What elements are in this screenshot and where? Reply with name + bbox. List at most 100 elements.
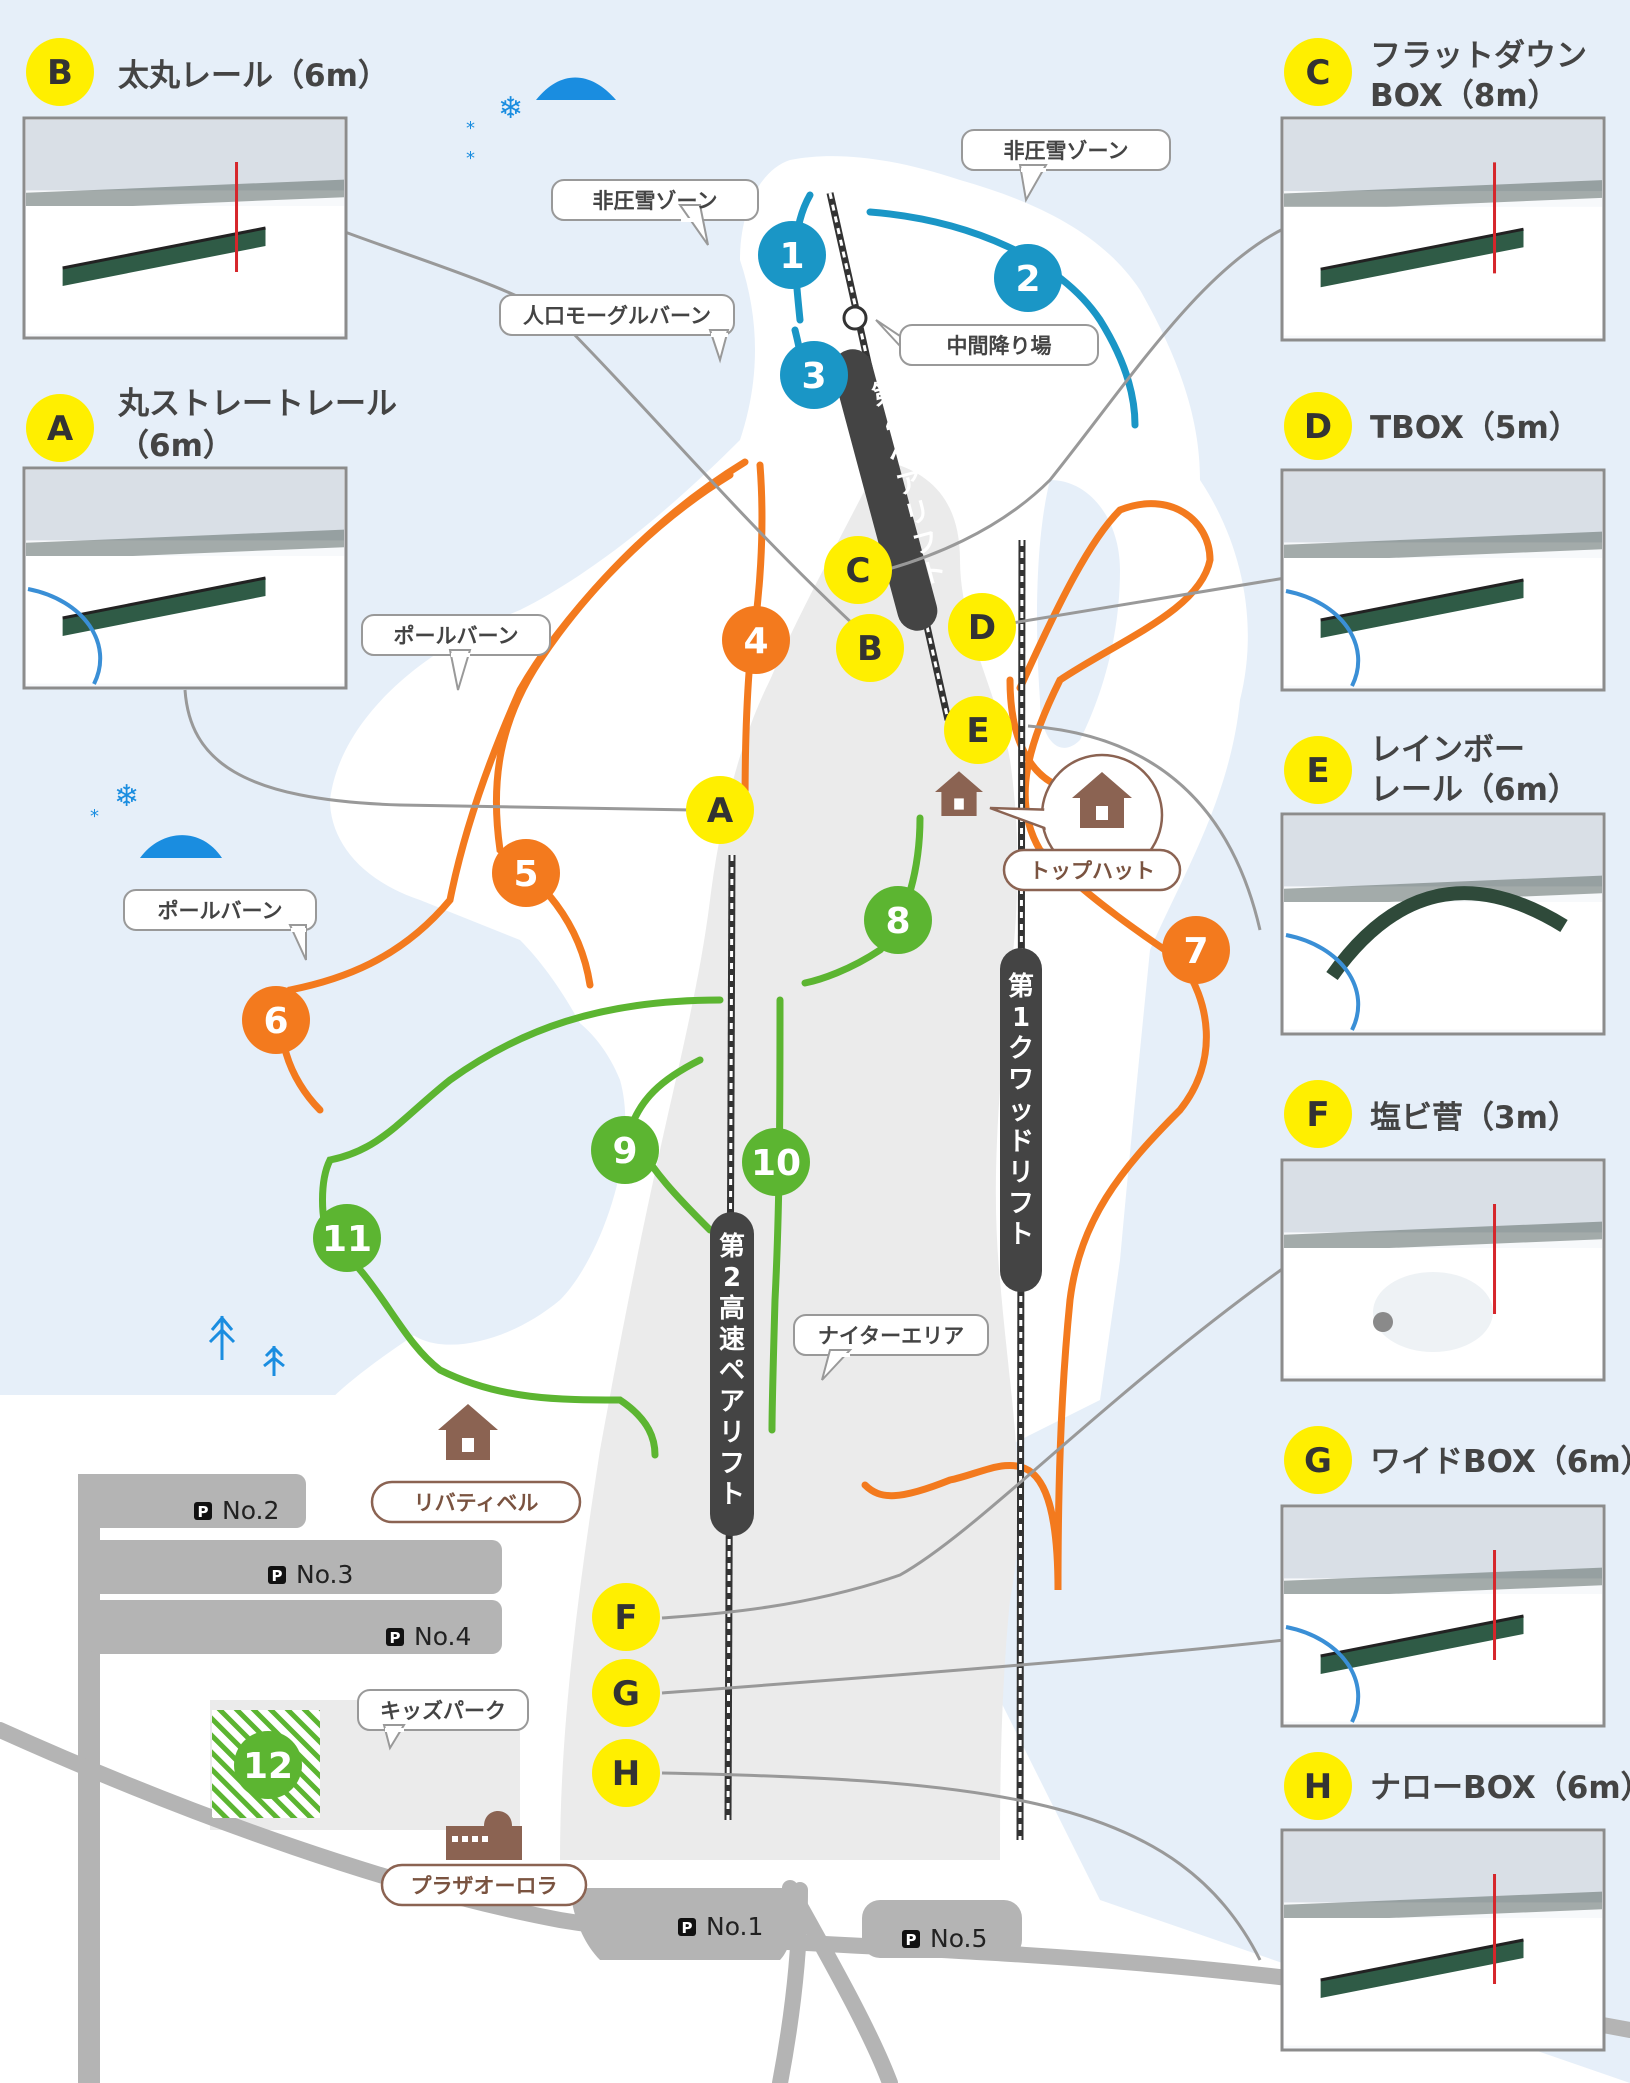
- parking-number: No.2: [222, 1496, 279, 1525]
- run-badge-7: 7: [1162, 916, 1230, 984]
- run-number: 9: [612, 1131, 637, 1172]
- marker-letter: F: [614, 1598, 637, 1638]
- parking-symbol: P: [198, 1503, 209, 1521]
- run-badge-9: 9: [591, 1116, 659, 1184]
- feature-photo: [1280, 468, 1606, 692]
- feature-title: レインボー: [1370, 732, 1525, 768]
- svg-text:高: 高: [719, 1293, 745, 1324]
- parking-label-p1: P No.1: [678, 1912, 763, 1941]
- leader-lines: [183, 226, 1286, 1961]
- hut-icon: [438, 1404, 498, 1460]
- feature-photo: [1280, 1828, 1606, 2052]
- feature-letter: C: [1306, 53, 1331, 93]
- svg-text:ト: ト: [1008, 1220, 1034, 1250]
- svg-text:*: *: [466, 148, 475, 169]
- hut-label-plaza: プラザオーロラ: [380, 1863, 588, 1907]
- run-number: 7: [1183, 931, 1208, 972]
- run-number: 12: [243, 1746, 293, 1787]
- svg-text:ペ: ペ: [719, 1356, 745, 1386]
- feature-badge: [1284, 1080, 1352, 1148]
- feature-badge: [1284, 1426, 1352, 1494]
- run-number: 3: [801, 356, 826, 397]
- parking-symbol: P: [272, 1567, 283, 1585]
- feature-title: ナローBOX（6m）: [1370, 1770, 1630, 1806]
- parking-label-p2: P No.2: [194, 1496, 279, 1525]
- callout-nonpacked1: 非圧雪ゾーン: [551, 179, 759, 246]
- callout-text: ポールバーン: [158, 899, 283, 923]
- callout-text: 人口モーグルバーン: [523, 304, 711, 328]
- run-badge-4: 4: [722, 606, 790, 674]
- building-icon: [446, 1811, 522, 1860]
- tree-pocket: [394, 1000, 626, 1345]
- lift-capsule-2: [710, 1212, 754, 1536]
- parking-symbol: P: [906, 1931, 917, 1949]
- parking-symbol: P: [682, 1919, 693, 1937]
- map-marker-A: A: [686, 776, 754, 844]
- run-badge-6: 6: [242, 986, 310, 1054]
- feature-photo: [22, 116, 348, 340]
- feature-photo: [1280, 116, 1606, 342]
- parking-lot-3: [88, 1540, 502, 1594]
- mountain-icon: [536, 77, 616, 100]
- callout-text: 非圧雪ゾーン: [1004, 139, 1129, 163]
- feature-title: フラットダウン: [1370, 38, 1587, 74]
- run-number: 10: [751, 1143, 801, 1184]
- feature-title: TBOX（5m）: [1370, 410, 1580, 446]
- run-number: 6: [263, 1001, 288, 1042]
- svg-text:速: 速: [719, 1325, 745, 1355]
- map-marker-E: E: [944, 696, 1012, 764]
- svg-text:第: 第: [719, 1231, 745, 1262]
- snowflake-icon: ❄: [498, 91, 523, 126]
- feature-badge: [26, 38, 94, 106]
- feature-title: 塩ビ菅（3m）: [1370, 1100, 1579, 1136]
- marker-letter: G: [612, 1674, 640, 1714]
- svg-text:ッ: ッ: [1008, 1096, 1034, 1126]
- feature-badge: [1284, 736, 1352, 804]
- mountain-icon: [140, 835, 222, 858]
- run-badge-5: 5: [492, 839, 560, 907]
- parking-number: No.1: [706, 1912, 763, 1941]
- run-number: 5: [513, 854, 538, 895]
- map-marker-C: C: [824, 536, 892, 604]
- feature-title: 太丸レール（6m）: [118, 58, 389, 94]
- run-badge-3: 3: [780, 341, 848, 409]
- hut-icon: [1072, 772, 1132, 828]
- svg-text:*: *: [466, 118, 475, 139]
- feature-title: （6m）: [118, 428, 234, 464]
- svg-text:リ: リ: [1008, 1158, 1034, 1188]
- feature-letter: G: [1304, 1441, 1332, 1481]
- tree-icon: [208, 1315, 285, 1376]
- run-number: 2: [1015, 259, 1040, 300]
- feature-photo: [1280, 1158, 1606, 1382]
- callout-kids: キッズパーク: [357, 1689, 529, 1751]
- marker-letter: E: [966, 711, 989, 751]
- map-marker-F: F: [592, 1583, 660, 1651]
- parking-icon: [902, 1930, 920, 1948]
- feature-badge: [1284, 392, 1352, 460]
- callout-pole2: ポールバーン: [123, 889, 317, 961]
- mid-station-marker: [842, 305, 868, 331]
- hut-name: トップハット: [1029, 859, 1155, 883]
- hut-label-libertybell: リバティベル: [370, 1480, 582, 1524]
- parking-number: No.5: [930, 1924, 987, 1953]
- map-marker-H: H: [592, 1739, 660, 1807]
- svg-text:フ: フ: [1008, 1189, 1034, 1219]
- svg-text:ク: ク: [1008, 1034, 1034, 1064]
- callout-text: ナイターエリア: [818, 1324, 964, 1348]
- run-badge-12: 12: [234, 1731, 302, 1799]
- roads: [0, 1722, 1630, 2083]
- svg-text:2: 2: [723, 1263, 741, 1293]
- parking-icon: [678, 1918, 696, 1936]
- snowflake-icon: ❄: [114, 779, 139, 814]
- run-number: 1: [779, 236, 804, 277]
- run-badge-11: 11: [313, 1204, 381, 1272]
- parking-number: No.4: [414, 1622, 471, 1651]
- run-number: 4: [743, 621, 768, 662]
